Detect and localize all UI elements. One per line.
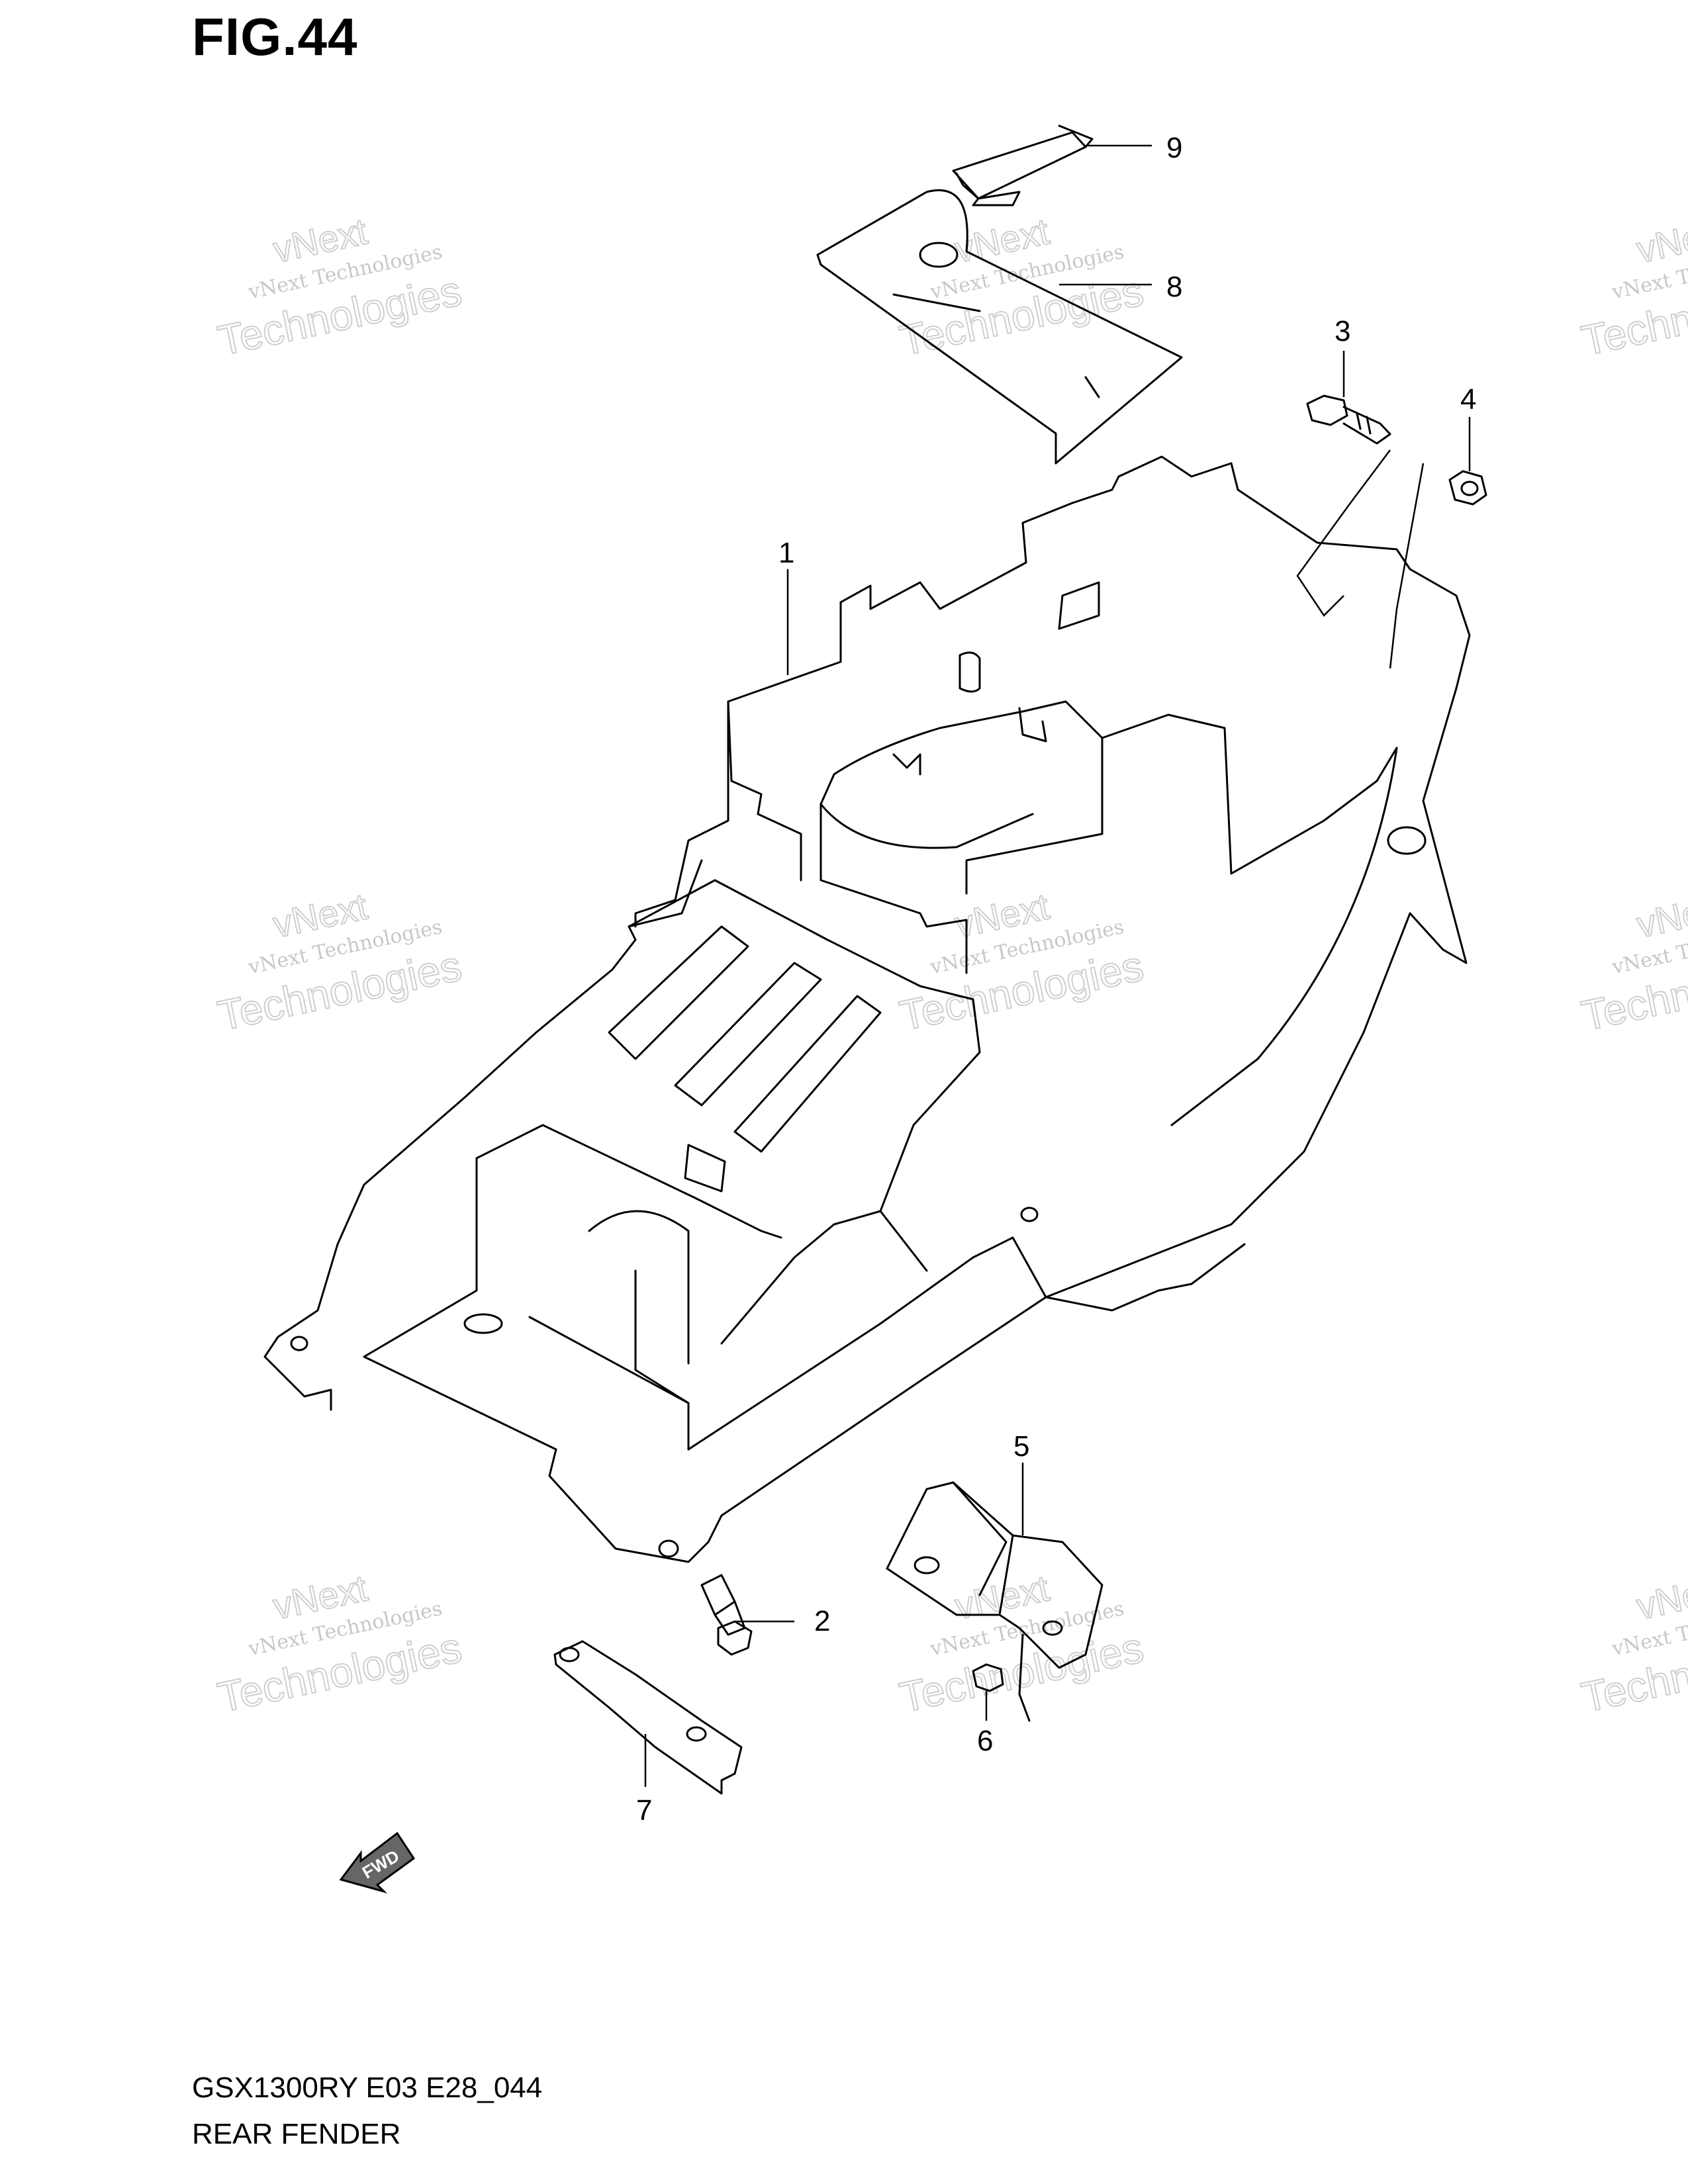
callout-9: 9 bbox=[1166, 132, 1182, 164]
callout-6: 6 bbox=[977, 1725, 993, 1757]
part-4-nut bbox=[1448, 470, 1487, 506]
watermark-3: vNext vNext Technologies Technologies bbox=[1577, 209, 1688, 365]
watermark-5: vNext vNext Technologies Technologies bbox=[895, 884, 1148, 1040]
callout-1: 1 bbox=[778, 537, 794, 569]
part-7-plate bbox=[553, 1640, 743, 1795]
model-code: GSX1300RY E03 E28_044 bbox=[192, 2071, 543, 2104]
watermark-text-top: vNext bbox=[1633, 210, 1688, 270]
part-1-rear-fender bbox=[263, 455, 1471, 1563]
watermark-text-top: vNext bbox=[1633, 885, 1688, 945]
callout-3: 3 bbox=[1335, 315, 1350, 347]
part-2-screw bbox=[700, 1574, 753, 1656]
watermark-text-top: vNext bbox=[1633, 1567, 1688, 1627]
watermark-8: vNext vNext Technologies Technologies bbox=[895, 1566, 1148, 1722]
watermark-9: vNext vNext Technologies Technologies bbox=[1577, 1566, 1688, 1722]
part-8-cover bbox=[816, 189, 1183, 465]
callout-7: 7 bbox=[636, 1794, 652, 1827]
forward-direction-arrow: FWD bbox=[339, 1831, 416, 1893]
leader-lines bbox=[644, 144, 1471, 1787]
watermark-2: vNext vNext Technologies Technologies bbox=[895, 209, 1148, 365]
part-5-bracket bbox=[886, 1481, 1103, 1669]
callout-labels: 1 2 3 4 5 6 7 8 9 bbox=[636, 132, 1476, 1827]
watermark-6: vNext vNext Technologies Technologies bbox=[1577, 884, 1688, 1040]
callout-2: 2 bbox=[814, 1605, 830, 1637]
part-3-bolt bbox=[1306, 394, 1391, 445]
watermark-1: vNext vNext Technologies Technologies bbox=[213, 209, 466, 365]
callout-4: 4 bbox=[1460, 383, 1476, 416]
figure-title: FIG.44 bbox=[192, 7, 358, 66]
bolt-nut-assembly-line bbox=[1296, 449, 1425, 669]
section-name: REAR FENDER bbox=[192, 2118, 401, 2150]
watermark-7: vNext vNext Technologies Technologies bbox=[213, 1566, 466, 1722]
part-6-nut bbox=[972, 1633, 1031, 1722]
part-9-band bbox=[952, 124, 1094, 206]
callout-8: 8 bbox=[1166, 271, 1182, 303]
watermark-4: vNext vNext Technologies Technologies bbox=[213, 884, 466, 1040]
callout-5: 5 bbox=[1013, 1430, 1029, 1463]
